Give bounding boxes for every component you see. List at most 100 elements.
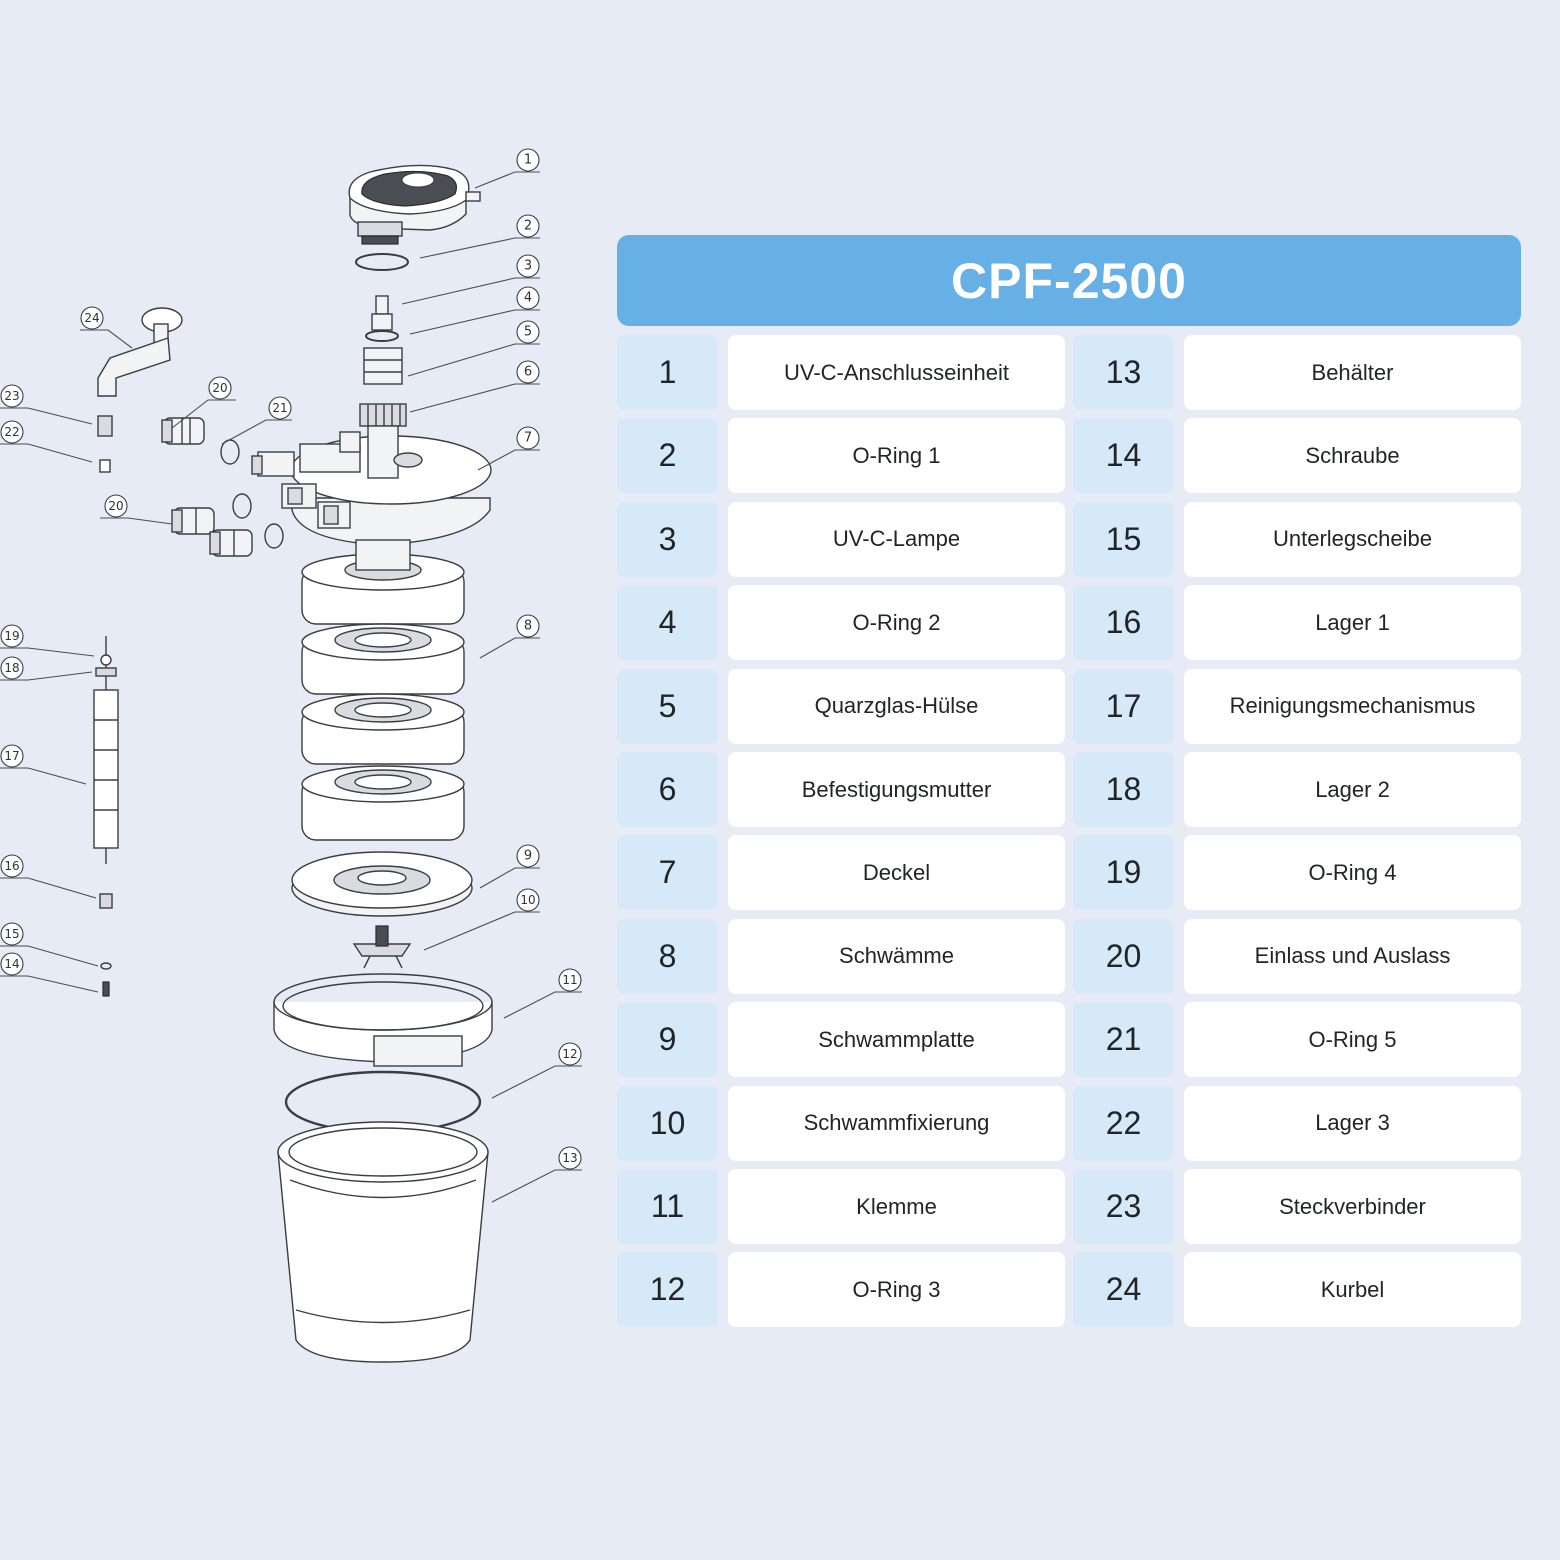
part-sponge-fixing [352,925,412,969]
part-number-cell: 13 [1073,335,1174,410]
callout-21: 21 [268,396,292,420]
leader-lines [0,171,582,1203]
svg-text:9: 9 [524,849,532,864]
part-name-cell: Einlass und Auslass [1184,918,1521,994]
callout-2: 2 [516,214,540,238]
part-number-cell: 5 [617,668,718,744]
part-number-cell: 8 [617,918,718,994]
part-number-cell: 7 [617,835,718,911]
part-name-cell: O-Ring 5 [1184,1002,1521,1078]
callout-15: 15 [0,922,24,946]
svg-text:20: 20 [108,499,123,513]
svg-text:23: 23 [4,389,19,403]
part-number-cell: 12 [617,1252,718,1328]
model-title: CPF-2500 [951,252,1187,309]
svg-text:20: 20 [212,381,227,395]
callout-9: 9 [516,844,540,868]
callout-23: 23 [0,384,24,408]
part-name-cell: Lager 3 [1184,1085,1521,1161]
part-name-cell: Schwammfixierung [728,1085,1065,1161]
svg-text:24: 24 [84,311,99,325]
callout-5: 5 [516,320,540,344]
svg-text:3: 3 [524,259,532,274]
part-crank [97,307,183,397]
part-number-cell: 15 [1073,501,1174,577]
callout-14: 14 [0,952,24,976]
callout-13: 13 [558,1146,582,1170]
callout-8: 8 [516,614,540,638]
part-name-cell: Unterlegscheibe [1184,501,1521,577]
panel-header: CPF-2500 [617,235,1521,326]
part-name-cell: Schwammplatte [728,1002,1065,1078]
part-number-cell: 19 [1073,835,1174,911]
callout-4: 4 [516,286,540,310]
part-number-cell: 3 [617,501,718,577]
part-number-cell: 18 [1073,752,1174,827]
part-washer-screw [100,962,112,997]
part-name-cell: Schraube [1184,418,1521,494]
part-name-cell: Lager 2 [1184,752,1521,827]
part-sponge-plate [291,851,473,917]
svg-text:18: 18 [4,661,19,675]
part-number-cell: 21 [1073,1002,1174,1078]
part-number-cell: 14 [1073,418,1174,494]
part-name-cell: Klemme [728,1169,1065,1244]
callout-1: 1 [516,148,540,172]
part-name-cell: O-Ring 3 [728,1252,1065,1328]
part-name-cell: Steckverbinder [1184,1169,1521,1244]
part-inlet-outlet [161,417,253,557]
callout-20a: 20 [208,376,232,400]
svg-text:16: 16 [4,859,19,873]
svg-text:8: 8 [524,619,532,634]
part-name-cell: Lager 1 [1184,585,1521,661]
part-name-cell: UV-C-Anschlusseinheit [728,335,1065,410]
part-number-cell: 11 [617,1169,718,1244]
part-name-cell: O-Ring 2 [728,585,1065,661]
part-number-cell: 20 [1073,918,1174,994]
part-container [277,1121,489,1363]
part-name-cell: Kurbel [1184,1252,1521,1328]
part-uvc-lamp [371,295,393,331]
part-name-cell: UV-C-Lampe [728,501,1065,577]
callout-3: 3 [516,254,540,278]
svg-text:1: 1 [524,153,532,168]
callout-19: 19 [0,624,24,648]
svg-text:15: 15 [4,927,19,941]
callout-7: 7 [516,426,540,450]
svg-text:21: 21 [272,401,287,415]
svg-text:10: 10 [520,893,535,907]
part-uvc-connection-unit [348,164,481,245]
part-lid [251,425,492,546]
part-number-cell: 4 [617,585,718,661]
svg-text:7: 7 [524,431,532,446]
svg-text:12: 12 [562,1047,577,1061]
part-number-cell: 9 [617,1002,718,1078]
callout-22: 22 [0,420,24,444]
part-name-cell: Quarzglas-Hülse [728,668,1065,744]
part-number-cell: 10 [617,1085,718,1161]
part-fixing-nut [359,403,407,427]
part-number-cell: 16 [1073,585,1174,661]
part-o-ring-2 [365,330,399,342]
svg-text:14: 14 [4,957,19,971]
part-name-cell: O-Ring 4 [1184,835,1521,911]
callout-12: 12 [558,1042,582,1066]
part-name-cell: Befestigungsmutter [728,752,1065,827]
svg-text:19: 19 [4,629,19,643]
svg-text:17: 17 [4,749,19,763]
part-number-cell: 2 [617,418,718,494]
exploded-view-diagram: 1 2 3 4 5 6 7 8 9 10 11 12 13 14 15 16 1… [0,148,582,1363]
part-number-cell: 1 [617,335,718,410]
callout-6: 6 [516,360,540,384]
part-number-cell: 24 [1073,1252,1174,1328]
callout-20b: 20 [104,494,128,518]
part-bearing-3 [99,459,111,473]
svg-text:5: 5 [524,325,532,340]
part-clamp [273,973,493,1067]
callout-16: 16 [0,854,24,878]
callout-24: 24 [80,306,104,330]
part-o-ring-1 [355,253,409,271]
svg-text:11: 11 [562,973,577,987]
part-connector [97,415,113,437]
